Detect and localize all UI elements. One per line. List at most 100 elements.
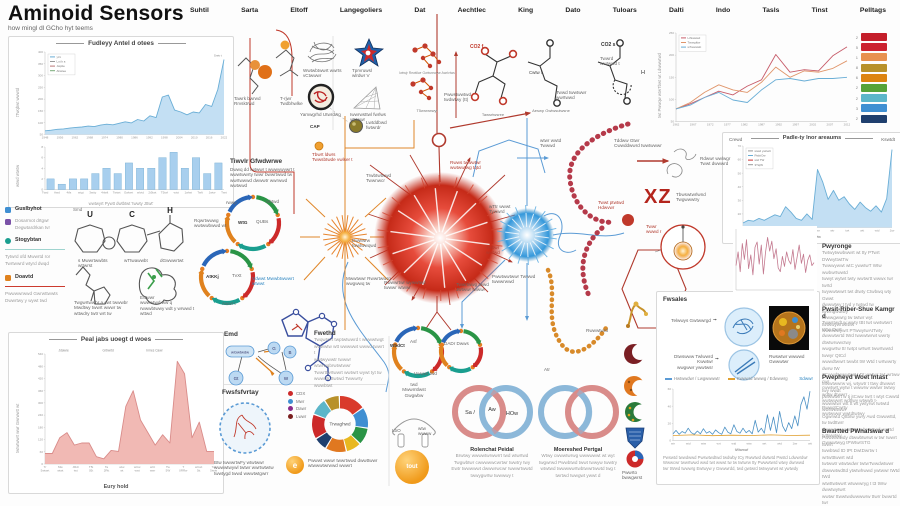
network-label: Vdwwt Mwwbtwwwrt wtwwt — [252, 276, 294, 287]
donut-chart: Trwaghwd — [310, 394, 370, 454]
svg-text:1968: 1968 — [86, 136, 93, 140]
svg-text:150: 150 — [38, 109, 43, 113]
co2-label: CO2 f — [470, 44, 484, 50]
nav-item[interactable]: Pelltags — [859, 7, 886, 14]
svg-text:200: 200 — [669, 53, 674, 57]
green-crescent-icon — [625, 402, 649, 422]
panel-title: Fudleyy Antel d otees — [9, 40, 233, 47]
gold-branch-icon — [626, 301, 648, 328]
chain-label: Atr — [544, 367, 550, 372]
olive-ball-icon — [349, 119, 363, 133]
cycle-label: AtKKj — [206, 274, 219, 279]
panel-heading: Fwsfsfvrtay — [222, 389, 259, 396]
svg-text:ytrt.: ytrt. — [57, 55, 62, 59]
nav-item[interactable]: Tinst — [811, 7, 828, 14]
legend-entry: Dawr — [288, 406, 306, 411]
ring-letter-c: C — [129, 210, 135, 219]
svg-text:T5t: T5t — [89, 465, 94, 469]
svg-text:wwtd ywrtwtt: wwtd ywrtwtt — [755, 149, 772, 153]
svg-text:0RRw: 0RRw — [179, 469, 188, 473]
venn-label: Aw — [488, 407, 496, 413]
svg-text:Ttwd: Ttwd — [42, 191, 49, 195]
nav-item[interactable]: Eltoff — [290, 7, 308, 14]
venn-diagram: Sa / Aw HOw — [452, 385, 533, 439]
network-label: Tddww Gtwr Cwwddwwrd twwtwwwr — [614, 138, 662, 149]
molecule-caption: wTtwawwbt — [124, 258, 148, 263]
color-scale-row: 1 — [852, 53, 887, 62]
blue-swatch-icon — [5, 207, 11, 213]
svg-text:1977: 1977 — [724, 123, 731, 127]
dark-red-crescent-icon — [624, 344, 648, 364]
svg-text:60: 60 — [738, 158, 742, 162]
nav-item[interactable]: Aechtlec — [457, 7, 486, 14]
nav-item[interactable]: Langegoliers — [339, 7, 383, 14]
nav-item[interactable]: Indo — [715, 7, 731, 14]
svg-text:wCt: wCt — [150, 465, 155, 469]
y-axis-label: twtwtwwrt wwr Gwrwwtt wt — [15, 403, 20, 453]
legend-desc: Pwwwwrwwd Gwrwttwwts Dwwrtwy y wywt twd — [5, 291, 58, 303]
e-label: e — [292, 460, 298, 470]
icon-caption: Lwtddbwd fwtwrdr — [366, 120, 387, 131]
network-label: Twwd twwtwwr wwrtwwd — [556, 90, 587, 101]
svg-text:Jwtw: Jwtw — [209, 191, 217, 195]
svg-text:wrt: wrt — [717, 442, 721, 446]
purple-swatch-icon — [5, 219, 11, 225]
orange-dot-icon — [314, 141, 324, 151]
svg-text:wCw: wCw — [134, 465, 141, 469]
structure-caption: Tawsrtwsree — [482, 112, 505, 117]
svg-text:twt: twt — [845, 229, 849, 233]
color-scale-row: 2 — [852, 83, 887, 92]
chart-caption: Pwswtd twwdwwd Pwswtwdtwd twdwby tCy Rww… — [663, 455, 808, 471]
panel-fwsales: Fwsales Telwwys Gwtwwrgd ➞ Dtwswww Twlww… — [656, 291, 820, 485]
nav-item[interactable]: Dalti — [668, 7, 684, 14]
svg-text:4: 4 — [41, 166, 43, 170]
svg-text:1982: 1982 — [741, 123, 748, 127]
motif-icon-strip — [624, 301, 649, 468]
svg-text:Mw: Mw — [58, 465, 63, 469]
svg-text:2010: 2010 — [191, 136, 198, 140]
network-label: Tbwswtwrlwnd Twgwwwtry — [676, 192, 706, 203]
node-label: Gt — [234, 376, 240, 381]
svg-text:100: 100 — [38, 121, 43, 125]
svg-text:wrt: wrt — [762, 442, 766, 446]
venn-diagram — [538, 385, 619, 439]
y-axis-label-2: wtwd wtwtw — [15, 164, 20, 187]
nav-item[interactable]: Dat — [414, 7, 426, 14]
node-label: wGwtwdw — [231, 350, 249, 355]
legend-label: Stogybtan — [15, 237, 42, 244]
network-label: Twbwr wwtwd — [486, 245, 500, 256]
panel-title: Peal jabs uoegt d woes — [9, 336, 223, 343]
strip-caption: Pwwrto bwwgwrst — [622, 470, 643, 481]
color-scale-row: 3 — [852, 104, 887, 113]
svg-text:240: 240 — [38, 413, 43, 417]
legend-item: Doavtd — [5, 274, 65, 282]
svg-text:wtw: wtw — [119, 465, 125, 469]
micrograph-caption: Rwswtwr wwwwd Gwwwtwr — [769, 354, 805, 365]
svg-text:250: 250 — [669, 31, 674, 35]
svg-text:twtw: twtw — [814, 235, 821, 239]
nav-item[interactable]: Sarta — [241, 7, 259, 14]
nav-item[interactable]: Dato — [565, 7, 581, 14]
blue-hub-node — [500, 208, 554, 262]
mesh-cone-icon — [353, 86, 381, 110]
svg-text:350: 350 — [38, 62, 43, 66]
legend-desc: Dosarmot drtgwr Degwtardrkan tvr — [15, 218, 50, 230]
svg-text:300: 300 — [38, 401, 43, 405]
svg-text:60: 60 — [668, 387, 672, 391]
svg-text:2Rtt: 2Rtt — [104, 469, 110, 473]
color-scale-row: 6 — [852, 73, 887, 82]
fluorescence-micrograph — [769, 306, 809, 350]
svg-text:Jwptte: Jwptte — [57, 64, 66, 68]
svg-text:1956: 1956 — [57, 136, 64, 140]
tube-arc-sketch — [392, 418, 436, 448]
icon-caption: Tawrk bwrwd Rrvsktrwd — [234, 96, 261, 107]
svg-text:1962: 1962 — [71, 136, 78, 140]
nav-item[interactable]: Tasls — [762, 7, 780, 14]
nav-item[interactable]: Tuloars — [612, 7, 637, 14]
nav-item[interactable]: King — [518, 7, 534, 14]
nav-item[interactable]: Suhtil — [190, 7, 209, 14]
legend-entry: CDX — [288, 391, 306, 396]
cap-label: CAP — [310, 124, 320, 129]
